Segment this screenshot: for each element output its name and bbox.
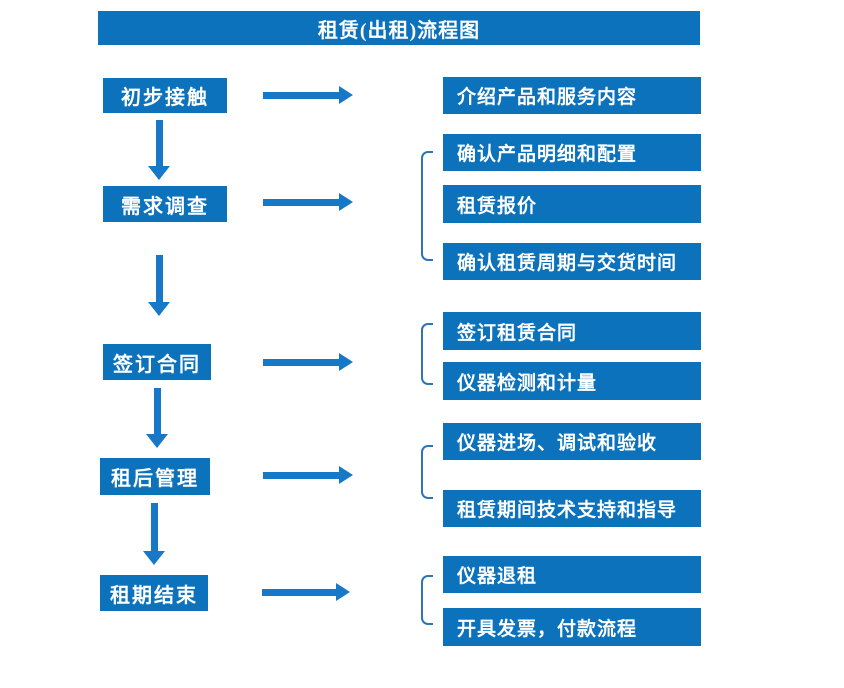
bracket-group-demand-survey [421,151,433,261]
stage-box-initial-contact: 初步接触 [103,78,227,113]
arrow-head [148,302,170,316]
arrow-down-3 [146,388,168,448]
arrow-shaft [263,358,339,366]
bracket-group-rental-end [421,575,433,625]
stage-box-sign-contract: 签订合同 [103,344,211,380]
arrow-shaft [155,255,163,302]
bracket-group-sign-contract [421,323,433,385]
detail-box-rental-tech-support: 租赁期间技术支持和指导 [443,490,701,527]
arrow-head [339,193,353,211]
title-bar: 租赁(出租)流程图 [98,11,700,45]
arrow-down-4 [143,503,165,565]
arrow-right-5 [262,583,350,601]
arrow-shaft [263,91,339,99]
detail-box-instrument-setup-acceptance: 仪器进场、调试和验收 [443,423,701,460]
arrow-right-3 [263,353,353,371]
stage-box-rental-end: 租期结束 [100,575,208,611]
arrow-down-1 [148,120,170,180]
arrow-shaft [263,471,339,479]
bracket-group-post-rental [421,445,433,499]
detail-box-sign-rental-contract: 签订租赁合同 [443,312,701,350]
arrow-down-2 [148,255,170,316]
arrow-shaft [263,198,339,206]
arrow-head [148,166,170,180]
detail-box-confirm-product-details: 确认产品明细和配置 [443,134,701,171]
arrow-head [146,434,168,448]
detail-box-intro-products-services: 介绍产品和服务内容 [443,77,701,114]
arrow-head [143,551,165,565]
arrow-head [339,466,353,484]
stage-box-post-rental-management: 租后管理 [100,458,210,495]
page-title: 租赁(出租)流程图 [317,19,481,42]
arrow-head [339,353,353,371]
detail-box-instrument-return: 仪器退租 [443,556,701,593]
arrow-head [339,86,353,104]
arrow-right-1 [263,86,353,104]
arrow-right-4 [263,466,353,484]
arrow-head [336,583,350,601]
detail-box-confirm-rental-period: 确认租赁周期与交货时间 [443,243,701,280]
detail-box-instrument-inspection: 仪器检测和计量 [443,362,701,400]
detail-box-invoice-payment: 开具发票，付款流程 [443,608,701,646]
arrow-shaft [150,503,158,551]
arrow-right-2 [263,193,353,211]
stage-box-demand-survey: 需求调查 [103,186,227,222]
arrow-shaft [155,120,163,166]
arrow-shaft [262,588,336,596]
arrow-shaft [153,388,161,434]
detail-box-rental-quote: 租赁报价 [443,185,701,223]
